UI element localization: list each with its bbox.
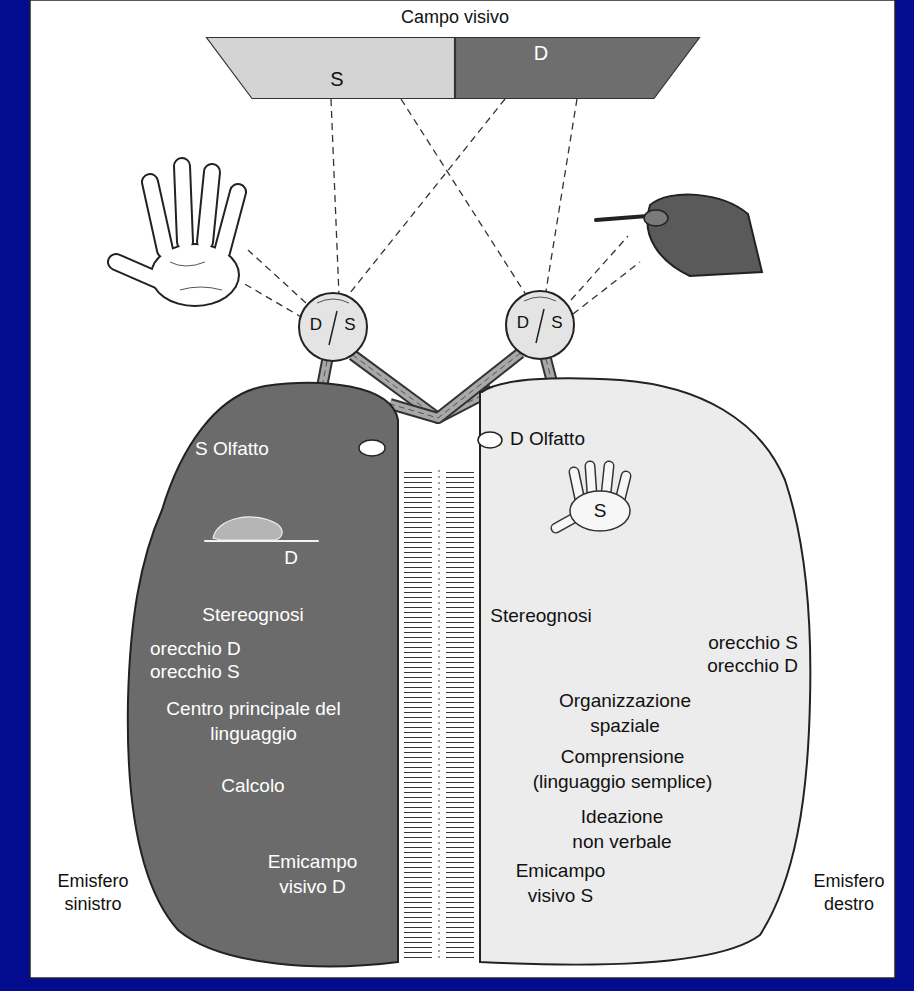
retina-letter: S [548,312,566,334]
visual-ray [331,99,339,294]
eye-right: DS [504,289,576,361]
palm [152,245,238,305]
hemifield-left: S [206,37,455,99]
visual-ray [347,99,505,296]
node-shape [297,291,369,363]
visual-field: Campo visivoS D [200,4,706,102]
function-label: orecchio D [150,637,280,662]
lens [524,297,556,301]
open-palm [570,491,630,531]
olfactory-bulb [359,440,385,456]
visual-ray [546,99,577,292]
hemisphere-name: Emisfero sinistro [38,870,148,917]
retina-divider [536,309,544,343]
midline [439,470,440,958]
ray-line [347,99,505,296]
function-label: orecchio S [150,660,280,685]
sight-lines [243,236,640,318]
field-title: Campo visivo [378,6,532,29]
right-hemisphere: D OlfattoS Stereognosi orecchio Sorecchio … [476,376,816,970]
side-letter: D [529,40,553,66]
hemisphere-name: Emisfero destro [806,870,892,917]
hemifield-shape [456,38,700,99]
side-letter: D [280,546,302,571]
function-label: Organizzazione spaziale [540,689,710,738]
callosum-fibres [446,470,474,958]
function-label: Emicampo visivo D [250,850,375,899]
callosum-ground [398,466,480,962]
function-label: D Olfatto [510,427,630,452]
function-label: orecchio S [668,631,798,656]
function-label: Stereognosi [178,603,328,628]
figure-panel [30,0,895,978]
callosum-fibres [404,470,432,958]
retina-letter: D [307,314,325,336]
pen [205,540,318,542]
hemisphere-outline [128,383,398,966]
hemisphere-outline [480,378,810,964]
ray-line [546,99,577,292]
ray-line [331,99,339,294]
ray-line [401,99,526,294]
eye-left: DS [297,291,369,363]
eyeball [506,291,574,359]
function-label: Stereognosi [482,604,600,629]
retina-letter: S [341,314,359,336]
finger [644,210,668,226]
retina-divider [329,311,337,345]
lens [317,299,349,303]
side-letter: S [325,66,349,92]
side-letter: S [589,499,611,524]
palm-lines [170,262,222,290]
function-label: Centro principale del linguaggio [166,697,341,746]
right-hand-writing [596,194,762,276]
retina-letter: D [514,312,532,334]
left-hand [116,166,240,307]
hemifield-right: D [455,37,700,99]
olfactory-bulb [478,432,502,448]
hand [647,194,762,276]
visual-ray [401,99,526,294]
left-hemisphere: S OlfattoD Stereognosi orecchio Dorecchio … [125,378,401,970]
node-shape [504,289,576,361]
node-shape [455,37,700,99]
hemifield-shape [207,38,455,99]
function-label: Calcolo [193,774,313,799]
corpus-callosum [398,466,480,962]
function-label: Emicampo visivo S [498,859,623,908]
function-label: S Olfatto [195,437,345,462]
function-label: orecchio D [668,654,798,679]
function-label: Comprensione (linguaggio semplice) [515,745,730,794]
writing-hand [213,517,282,540]
function-label: Ideazione non verbale [567,805,677,854]
eyeball [299,293,367,361]
